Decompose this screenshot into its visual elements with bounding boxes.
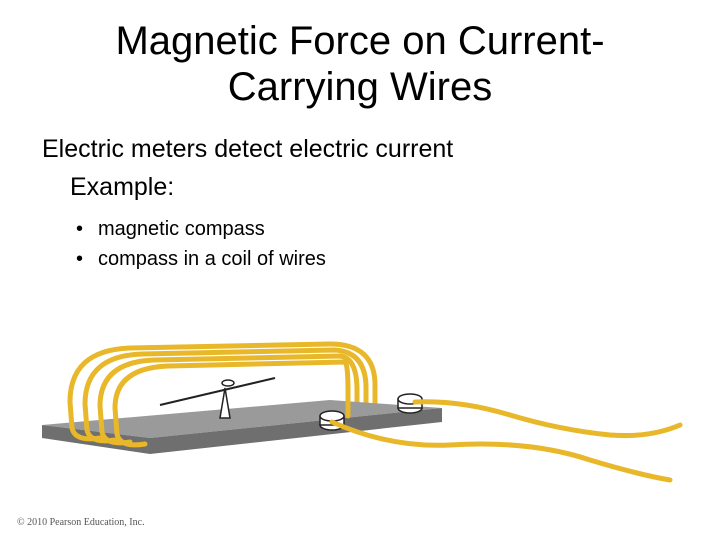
bullet-text: magnetic compass bbox=[98, 218, 265, 240]
bullet-item: • magnetic compass bbox=[76, 214, 326, 244]
coil-front-loops bbox=[67, 359, 351, 448]
bullet-item: • compass in a coil of wires bbox=[76, 244, 326, 274]
bullet-marker: • bbox=[76, 218, 84, 240]
body-text-example: Example: bbox=[70, 173, 175, 201]
base-board-top bbox=[42, 400, 442, 438]
title-line-1: Magnetic Force on Current- bbox=[115, 19, 605, 63]
coil-back-loops bbox=[67, 341, 378, 417]
title-line-2: Carrying Wires bbox=[227, 65, 493, 109]
bullet-marker: • bbox=[76, 248, 84, 270]
coil-compass-illustration bbox=[42, 341, 683, 483]
lead-wires bbox=[329, 399, 683, 483]
compass-needle bbox=[159, 377, 276, 419]
bullet-text: compass in a coil of wires bbox=[98, 248, 326, 270]
copyright-notice: © 2010 Pearson Education, Inc. bbox=[17, 517, 145, 528]
base-board-side bbox=[150, 408, 442, 454]
slide-title: Magnetic Force on Current- Carrying Wire… bbox=[40, 18, 680, 110]
bullet-list: • magnetic compass • compass in a coil of … bbox=[76, 214, 326, 274]
body-text-main: Electric meters detect electric current bbox=[42, 135, 454, 163]
